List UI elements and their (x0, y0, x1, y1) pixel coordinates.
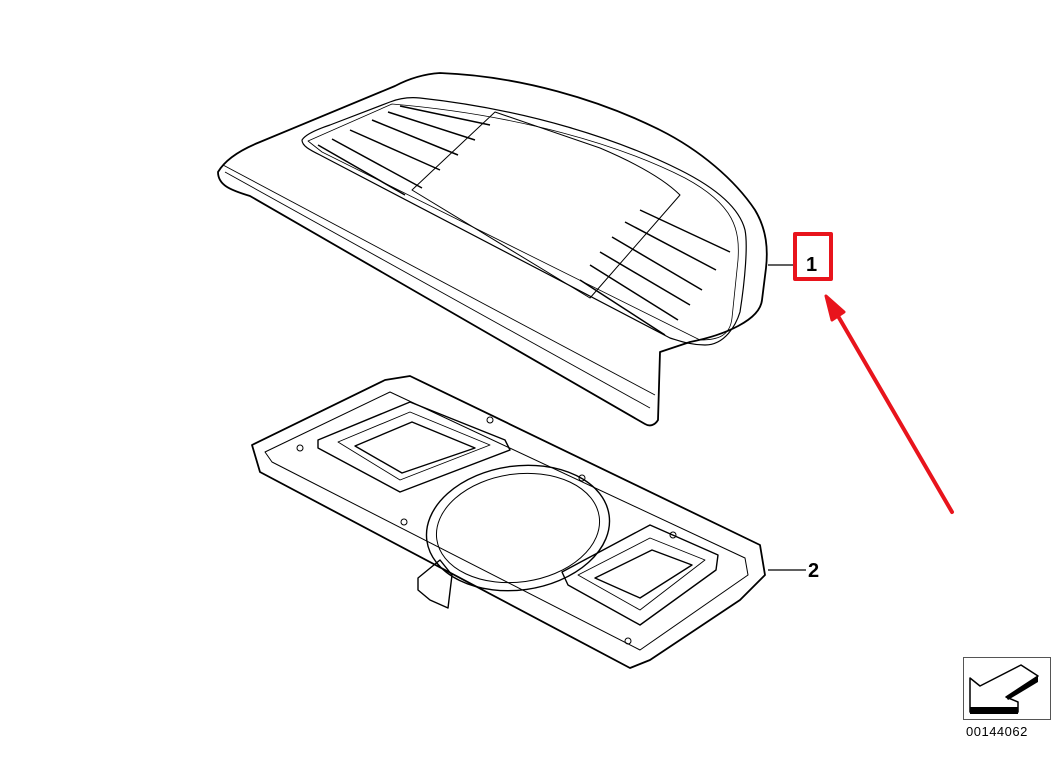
direction-arrow-icon (969, 664, 1039, 714)
part-1-label[interactable]: 1 (806, 254, 818, 276)
part-1-highlight-box (793, 232, 833, 281)
direction-logo (963, 657, 1051, 720)
part-1-trim-panel (217, 72, 768, 427)
part-2-mounting-frame (251, 375, 766, 669)
document-number: 00144062 (966, 724, 1028, 739)
part-2-label[interactable]: 2 (808, 560, 820, 582)
annotation-arrow-icon (824, 294, 954, 514)
